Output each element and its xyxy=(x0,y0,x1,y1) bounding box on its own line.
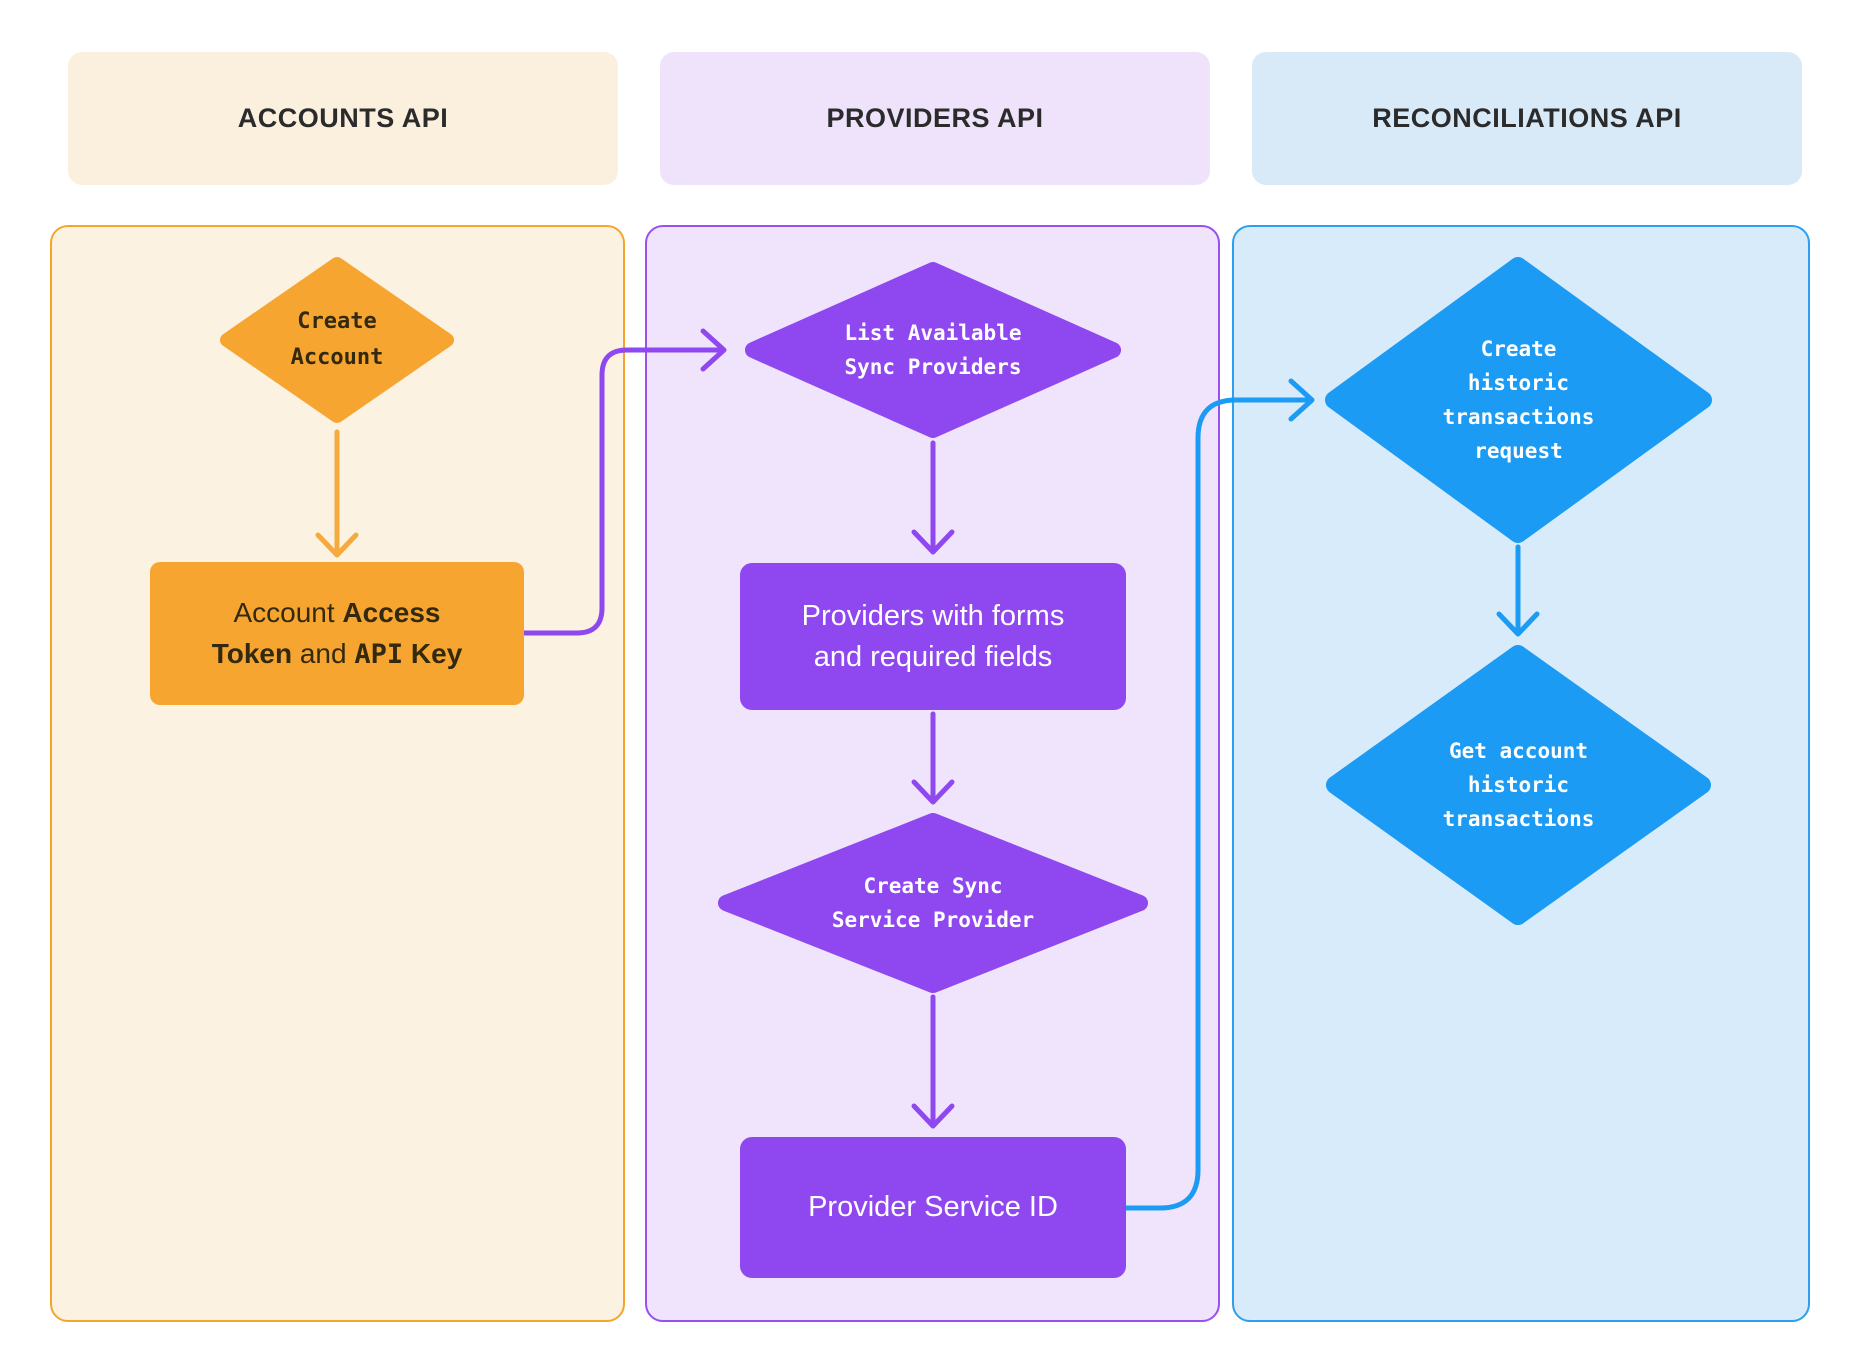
create-historic-request-diamond-shape xyxy=(1325,257,1712,543)
account-token-box-text: Account Access Token and API Key xyxy=(212,592,463,675)
provider-service-id-box: Provider Service ID xyxy=(740,1137,1126,1278)
list-sync-providers-diamond-shape xyxy=(745,262,1121,438)
create-account-diamond: Create Account xyxy=(220,257,454,423)
create-sync-provider-label: Create Sync Service Provider xyxy=(831,874,1035,932)
token-box-segment-bold: Key xyxy=(403,638,463,669)
get-historic-transactions-diamond: Get account historic transactions xyxy=(1326,645,1711,925)
create-account-diamond-shape xyxy=(220,257,454,423)
get-historic-transactions-diamond-shape xyxy=(1326,645,1711,925)
account-token-box: Account Access Token and API Key xyxy=(150,562,524,705)
token-box-segment-bold: Access Token xyxy=(211,597,441,669)
token-box-segment-regular: Account xyxy=(233,597,343,628)
provider-service-id-box-text: Provider Service ID xyxy=(808,1191,1058,1223)
token-box-segment-mono: API xyxy=(354,639,404,670)
providers-forms-box: Providers with forms and required fields xyxy=(740,563,1126,710)
header-accounts-api: ACCOUNTS API xyxy=(68,52,618,185)
create-historic-request-label: Create historic transactions request xyxy=(1442,337,1595,463)
get-historic-transactions-label: Get account historic transactions xyxy=(1442,739,1595,831)
list-sync-providers-label: List Available Sync Providers xyxy=(844,321,1022,379)
header-providers-api-label: PROVIDERS API xyxy=(826,103,1044,133)
list-sync-providers-diamond: List Available Sync Providers xyxy=(745,262,1121,438)
create-sync-provider-diamond: Create Sync Service Provider xyxy=(718,813,1148,993)
create-historic-request-diamond: Create historic transactions request xyxy=(1325,257,1712,543)
header-accounts-api-label: ACCOUNTS API xyxy=(237,103,449,133)
header-reconciliations-api: RECONCILIATIONS API xyxy=(1252,52,1802,185)
providers-forms-box-text: Providers with forms and required fields xyxy=(801,599,1065,673)
create-sync-provider-diamond-shape xyxy=(718,813,1148,993)
create-account-label: Create Account xyxy=(290,309,384,370)
header-providers-api: PROVIDERS API xyxy=(660,52,1210,185)
token-box-segment-regular: and xyxy=(292,638,355,669)
header-reconciliations-api-label: RECONCILIATIONS API xyxy=(1372,103,1682,133)
